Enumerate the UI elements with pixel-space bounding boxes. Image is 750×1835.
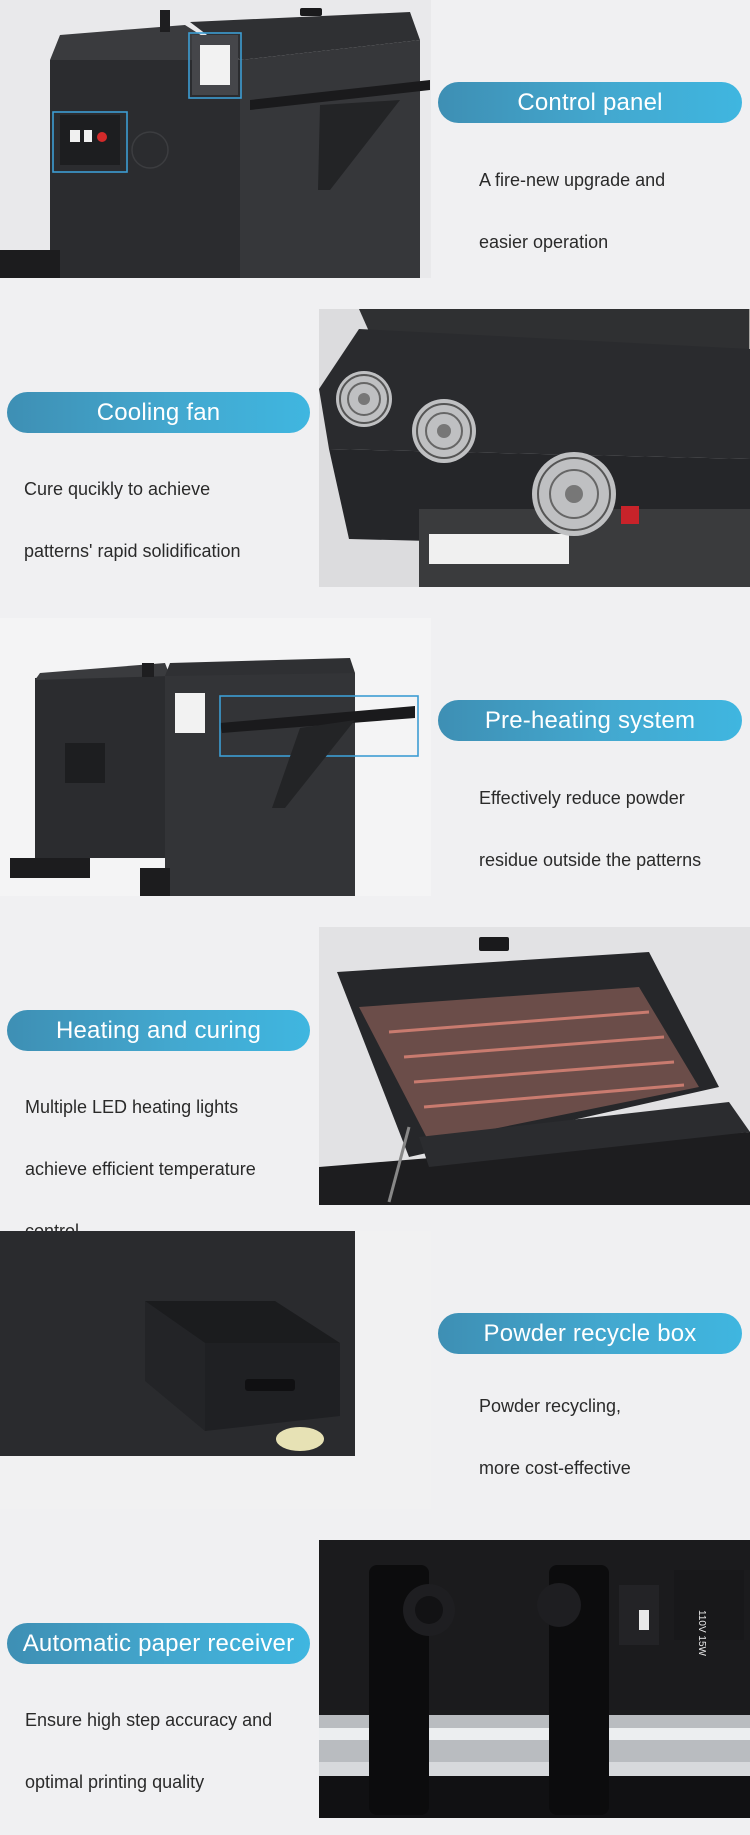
cooling-fan-photo <box>319 309 750 587</box>
desc-line: more cost-effective <box>479 1458 631 1478</box>
feature-heating-curing: Heating and curing Multiple LED heating … <box>0 927 750 1241</box>
feature-title-pill: Automatic paper receiver <box>7 1623 310 1664</box>
feature-description: Cure qucikly to achieve patterns' rapid … <box>24 443 314 598</box>
motor-label: 110V 15W <box>696 1610 707 1657</box>
desc-line: easier operation <box>479 232 609 252</box>
pre-heating-photo <box>0 618 431 896</box>
desc-line: achieve efficient temperature <box>25 1159 256 1179</box>
feature-description: Effectively reduce powder residue outsid… <box>479 752 747 907</box>
desc-line: patterns' rapid solidification <box>24 541 241 561</box>
feature-paper-receiver: 110V 15W Automatic paper receiver Ensure… <box>0 1540 750 1820</box>
cooling-fan-illustration <box>319 309 750 587</box>
powder-recycle-photo <box>0 1231 431 1509</box>
desc-line: Powder recycling, <box>479 1396 622 1416</box>
feature-description: A fire-new upgrade and easier operation <box>479 134 739 289</box>
desc-line: residue outside the patterns <box>479 850 702 870</box>
feature-title-pill: Pre-heating system <box>438 700 742 741</box>
desc-line: Effectively reduce powder <box>479 788 685 808</box>
paper-receiver-photo: 110V 15W <box>319 1540 750 1818</box>
feature-cooling-fan: Cooling fan Cure qucikly to achieve patt… <box>0 309 750 589</box>
desc-line: Ensure high step accuracy and <box>25 1710 273 1730</box>
feature-title-pill: Heating and curing <box>7 1010 310 1051</box>
powder-recycle-illustration <box>0 1231 431 1509</box>
power-switch-icon <box>621 506 639 524</box>
fan-icon <box>412 399 476 463</box>
control-panel-photo <box>0 0 431 278</box>
pre-heating-illustration <box>0 618 431 896</box>
handle-icon <box>245 1379 295 1391</box>
feature-title-pill: Control panel <box>438 82 742 123</box>
heating-curing-illustration <box>319 927 750 1205</box>
feature-pre-heating: Pre-heating system Effectively reduce po… <box>0 618 750 898</box>
feature-powder-recycle: Powder recycle box Powder recycling, mor… <box>0 1231 750 1511</box>
paper-receiver-illustration: 110V 15W <box>319 1540 750 1818</box>
fan-icon <box>336 371 392 427</box>
fan-icon <box>532 452 616 536</box>
desc-line: Multiple LED heating lights <box>25 1097 239 1117</box>
feature-title-pill: Cooling fan <box>7 392 310 433</box>
machine-control-panel-illustration <box>0 0 431 278</box>
feature-description: Powder recycling, more cost-effective <box>479 1360 739 1515</box>
control-panel-highlight <box>188 32 242 99</box>
front-panel-highlight <box>52 111 128 173</box>
desc-line: Cure qucikly to achieve <box>24 479 211 499</box>
heating-curing-photo <box>319 927 750 1205</box>
feature-control-panel: Control panel A fire-new upgrade and eas… <box>0 0 750 280</box>
feature-title-pill: Powder recycle box <box>438 1313 742 1354</box>
feature-description: Ensure high step accuracy and optimal pr… <box>25 1674 320 1829</box>
desc-line: optimal printing quality <box>25 1772 205 1792</box>
handle-icon <box>479 937 509 951</box>
desc-line: A fire-new upgrade and <box>479 170 666 190</box>
